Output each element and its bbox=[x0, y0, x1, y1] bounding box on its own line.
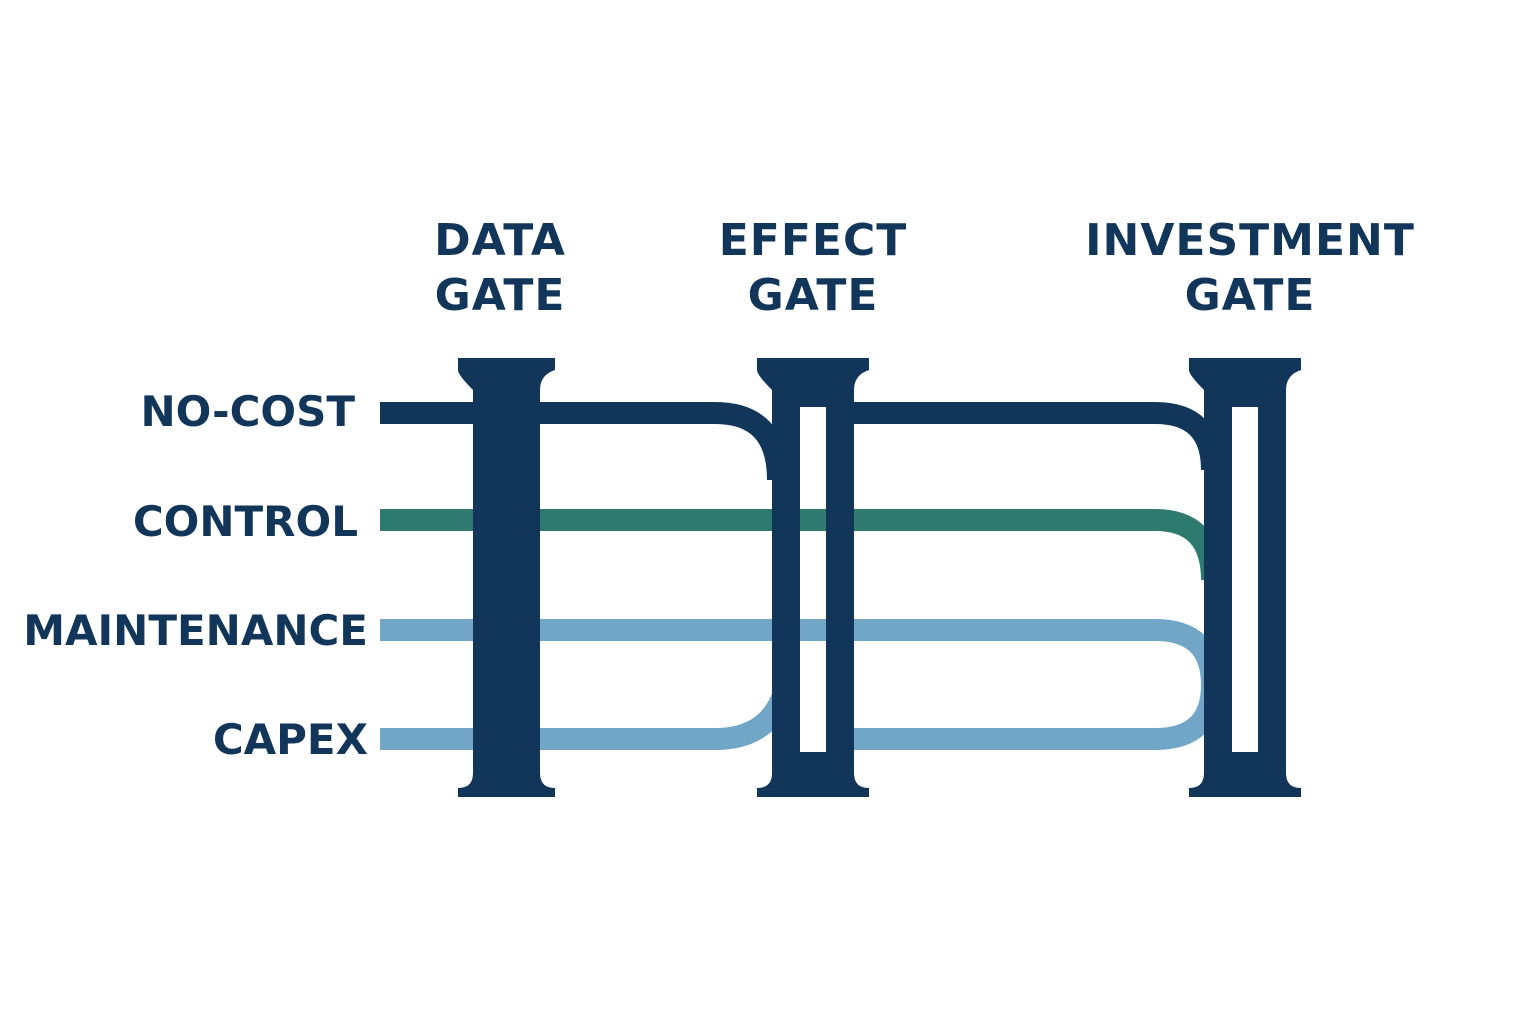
gate-title-effect-line2: GATE bbox=[748, 270, 879, 321]
gate-title-data-line2: GATE bbox=[435, 270, 566, 321]
gate-title-investment-line1: INVESTMENT bbox=[1085, 215, 1415, 266]
gate-investment-pillar bbox=[1189, 358, 1301, 797]
lane-label-no-cost: NO-COST bbox=[141, 387, 356, 436]
gate-title-effect-line1: EFFECT bbox=[719, 215, 908, 266]
gate-effect-pillar bbox=[757, 358, 869, 797]
gate-data-bottom-cap bbox=[458, 773, 555, 797]
gate-investment-top-cap bbox=[1189, 358, 1301, 390]
lane-label-control: CONTROL bbox=[133, 497, 358, 546]
lane-label-maintenance: MAINTENANCE bbox=[23, 606, 368, 655]
gate-title-investment-line2: GATE bbox=[1185, 270, 1316, 321]
gate-effect-frame bbox=[772, 385, 854, 780]
lane-label-capex: CAPEX bbox=[213, 715, 368, 764]
gate-investment-bottom-cap bbox=[1189, 773, 1301, 797]
gate-effect-top-cap bbox=[757, 358, 869, 390]
gate-data-top-cap bbox=[458, 358, 555, 390]
gate-data-pillar bbox=[458, 358, 555, 797]
gate-title-data-line1: DATA bbox=[434, 215, 566, 266]
gate-investment-frame bbox=[1204, 385, 1286, 780]
gate-effect-bottom-cap bbox=[757, 773, 869, 797]
gate-data-shaft bbox=[473, 385, 540, 780]
